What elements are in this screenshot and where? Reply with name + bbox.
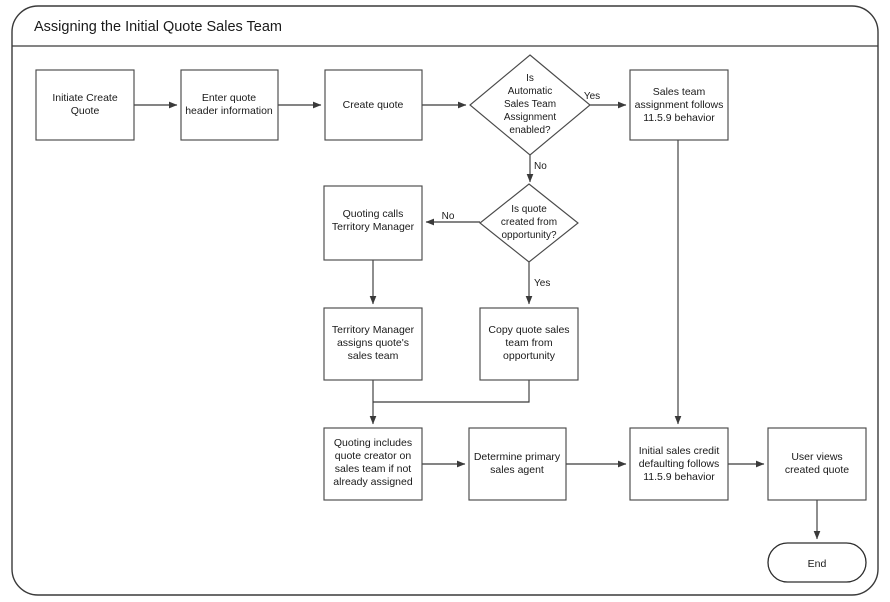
node-quoting-calls-territory-manager[interactable]: Quoting calls Territory Manager [323,185,423,261]
node-determine-primary-agent[interactable]: Determine primary sales agent [468,427,567,501]
node-quoting-includes-creator[interactable]: Quoting includes quote creator on sales … [323,427,423,501]
node-label-line: Quoting includes [334,437,412,449]
node-label-line: End [808,558,827,570]
edge-label-auto-no: No [534,161,547,172]
node-label-line: Quoting calls [343,208,404,220]
node-label-line: Enter quote [202,92,256,104]
node-label-line: Quote [71,105,100,117]
node-label-line: Initial sales credit [639,445,720,457]
node-label-line: sales team if not [335,463,412,475]
node-label-line: Create quote [343,99,404,111]
node-label-line: already assigned [333,476,413,488]
node-label-line: Assignment [504,112,556,123]
node-initiate-create-quote[interactable]: Initiate Create Quote [35,69,135,141]
node-quote-from-opportunity-decision[interactable]: Is quote created from opportunity? [479,183,579,263]
node-label-line: sales team [348,350,399,362]
node-label-line: Sales team [653,86,706,98]
edge-label-opportunity-no: No [442,211,455,222]
node-user-views-quote[interactable]: User views created quote [767,427,867,501]
node-label-line: opportunity [503,350,556,362]
node-label-line: Territory Manager [332,324,415,336]
node-create-quote[interactable]: Create quote [324,69,423,141]
node-label-line: assigns quote's [337,337,409,349]
node-auto-sales-team-decision[interactable]: Is Automatic Sales Team Assignment enabl… [469,54,591,156]
node-copy-quote-sales-team[interactable]: Copy quote sales team from opportunity [479,307,579,381]
node-label-line: defaulting follows [639,458,720,470]
node-label-line: Initiate Create [52,92,118,104]
node-label-line: enabled? [509,125,551,136]
node-label-line: Automatic [508,86,552,97]
node-sales-team-assignment[interactable]: Sales team assignment follows 11.5.9 beh… [629,69,729,141]
node-label-line: header information [185,105,273,117]
page-title: Assigning the Initial Quote Sales Team [34,19,282,35]
node-label-line: created quote [785,464,849,476]
node-label-line: team from [505,337,553,349]
node-label-line: Is quote [511,204,547,215]
node-label-line: quote creator on [335,450,412,462]
node-label-line: sales agent [490,464,544,476]
node-territory-manager-assigns[interactable]: Territory Manager assigns quote's sales … [323,307,423,381]
node-label-line: Copy quote sales [488,324,569,336]
edge-label-opportunity-yes: Yes [534,278,550,289]
node-label-line: Territory Manager [332,221,415,233]
edge-label-auto-yes: Yes [584,91,600,102]
node-label-line: created from [501,217,557,228]
node-label-line: opportunity? [501,230,556,241]
node-label-line: Is [526,73,534,84]
node-label-line: 11.5.9 behavior [643,112,715,124]
node-label-line: User views [791,451,842,463]
diagram-frame [11,5,879,596]
edge-copy-merge-join [373,380,530,403]
node-end-terminator[interactable]: End [767,542,867,583]
node-label-line: assignment follows [635,99,724,111]
node-initial-sales-credit[interactable]: Initial sales credit defaulting follows … [629,427,729,501]
node-label-line: Sales Team [504,99,556,110]
node-label-line: Determine primary [474,451,561,463]
node-enter-quote-header[interactable]: Enter quote header information [180,69,279,141]
node-label-line: 11.5.9 behavior [643,471,715,483]
